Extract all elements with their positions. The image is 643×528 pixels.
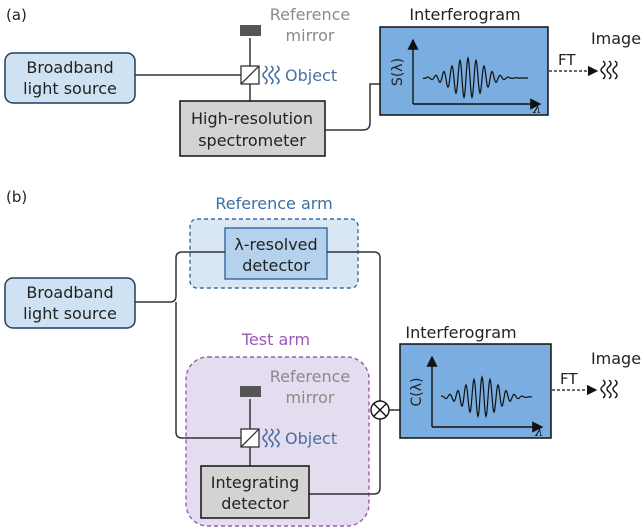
reference-b-line2: mirror	[286, 388, 335, 407]
interferogram-b-xlabel: λ	[534, 425, 543, 440]
image-icon-b	[600, 379, 618, 399]
panel-a-label: (a)	[6, 6, 27, 24]
interferogram-b-wave	[440, 375, 533, 419]
integrating-line2: detector	[221, 494, 289, 513]
beam-splitter-a	[240, 65, 260, 85]
interferogram-a-title: Interferogram	[409, 5, 520, 24]
spectrometer-line2: spectrometer	[198, 131, 306, 150]
reference-mirror-b	[240, 386, 261, 397]
object-a-label: Object	[285, 66, 337, 85]
ft-b-label: FT	[560, 370, 578, 388]
beam-splitter-b	[240, 428, 260, 448]
interferogram-a-wave	[422, 56, 528, 100]
integrating-detector-box	[200, 465, 310, 519]
panel-a: (a) Broadband light source Reference mir…	[4, 5, 641, 157]
interferogram-a-xlabel: λ	[532, 102, 541, 117]
spectrometer-line1: High-resolution	[191, 109, 313, 128]
multiplier-icon	[370, 400, 390, 420]
integrating-line1: Integrating	[211, 473, 300, 492]
image-icon-a	[600, 60, 618, 80]
interferogram-b-title: Interferogram	[405, 323, 516, 342]
beam-routing-b	[135, 251, 400, 495]
panel-b: (b) Reference arm λ-resolved detector Te…	[4, 188, 641, 527]
resolved-detector-box	[224, 227, 328, 280]
resolved-detector-line1: λ-resolved	[234, 235, 317, 254]
image-a-label: Image	[591, 29, 641, 48]
reference-b-line1: Reference	[270, 367, 351, 386]
source-b-line1: Broadband	[26, 283, 113, 302]
source-box-a	[4, 52, 136, 104]
test-arm-label: Test arm	[241, 330, 310, 349]
interferogram-b-ylabel: C(λ)	[409, 378, 425, 407]
reference-a-line1: Reference	[270, 5, 351, 24]
resolved-detector-line2: detector	[242, 256, 310, 275]
source-a-line2: light source	[23, 79, 117, 98]
connector-a	[325, 83, 380, 131]
ft-a-label: FT	[558, 51, 576, 69]
object-icon-a	[262, 65, 280, 85]
source-a-line1: Broadband	[26, 58, 113, 77]
spectrometer-box	[179, 100, 326, 157]
object-b-label: Object	[285, 429, 337, 448]
interferogram-a-ylabel: S(λ)	[390, 58, 406, 86]
source-b-line2: light source	[23, 304, 117, 323]
object-icon-b	[262, 428, 280, 448]
image-b-label: Image	[591, 349, 641, 368]
reference-mirror-a	[240, 25, 261, 36]
reference-arm-label: Reference arm	[215, 194, 332, 213]
reference-a-line2: mirror	[286, 26, 335, 45]
panel-b-label: (b)	[6, 188, 27, 206]
source-box-b	[4, 277, 136, 329]
